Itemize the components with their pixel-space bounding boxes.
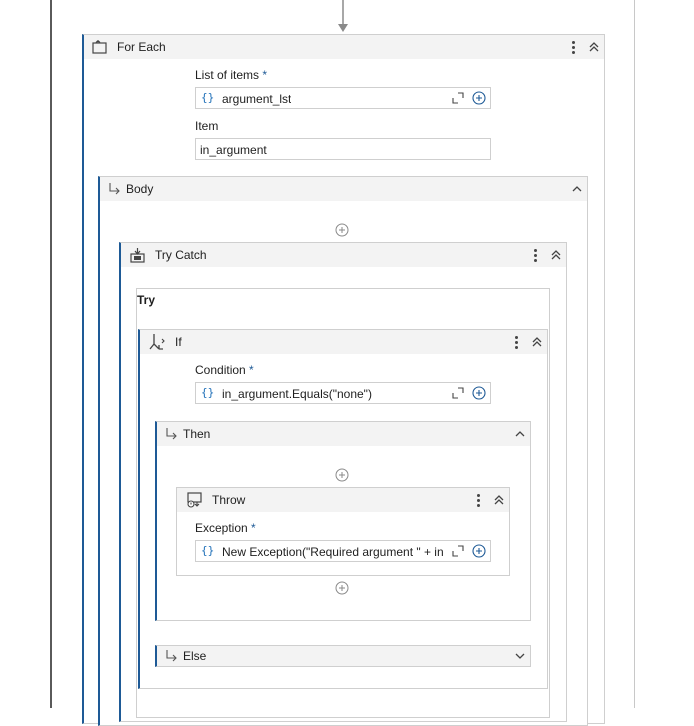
expression-brace-icon: {} [201, 91, 215, 104]
for-each-more-icon[interactable] [568, 39, 578, 55]
if-header[interactable]: If [140, 330, 547, 354]
body-title: Body [126, 182, 154, 196]
exception-label: Exception * [195, 521, 256, 535]
for-each-collapse-icon[interactable] [587, 40, 601, 54]
expand-editor-icon[interactable] [452, 92, 464, 104]
list-of-items-value: argument_lst [222, 92, 292, 106]
throw-collapse-icon[interactable] [492, 493, 506, 507]
item-value: in_argument [200, 143, 267, 157]
canvas-right-border [634, 0, 635, 708]
list-of-items-field[interactable]: {} argument_lst [195, 87, 491, 109]
then-title: Then [183, 427, 211, 441]
for-each-title: For Each [117, 40, 166, 54]
try-catch-title: Try Catch [155, 248, 207, 262]
for-each-icon [92, 40, 107, 54]
expression-brace-icon: {} [201, 386, 215, 399]
item-label: Item [195, 119, 219, 133]
branch-arrow-icon [166, 428, 177, 440]
add-activity-icon[interactable] [335, 223, 349, 237]
expand-editor-icon[interactable] [452, 387, 464, 399]
list-of-items-label: List of items * [195, 68, 268, 82]
then-header[interactable]: Then [157, 422, 530, 446]
condition-value: in_argument.Equals("none") [222, 387, 372, 401]
else-container[interactable]: Else [155, 645, 531, 667]
body-header[interactable]: Body [100, 177, 587, 201]
then-collapse-icon[interactable] [513, 427, 527, 441]
if-icon [149, 334, 165, 350]
throw-header[interactable]: Throw [177, 488, 509, 512]
add-activity-icon[interactable] [335, 581, 349, 595]
try-catch-icon [130, 248, 145, 263]
try-catch-more-icon[interactable] [530, 247, 540, 263]
connector-arrow [338, 0, 348, 32]
canvas-left-border [50, 0, 52, 708]
for-each-header[interactable]: For Each [84, 35, 604, 59]
if-collapse-icon[interactable] [530, 335, 544, 349]
try-label: Try [137, 293, 156, 307]
expand-editor-icon[interactable] [452, 545, 464, 557]
try-catch-collapse-icon[interactable] [549, 248, 563, 262]
add-expression-icon[interactable] [472, 544, 486, 558]
add-expression-icon[interactable] [472, 386, 486, 400]
condition-field[interactable]: {} in_argument.Equals("none") [195, 382, 491, 404]
item-field[interactable]: in_argument [195, 138, 491, 160]
add-activity-icon[interactable] [335, 468, 349, 482]
else-title: Else [183, 649, 207, 663]
throw-title: Throw [212, 493, 246, 507]
if-title: If [175, 335, 182, 349]
expression-brace-icon: {} [201, 544, 215, 557]
branch-arrow-icon [109, 183, 120, 195]
condition-label: Condition * [195, 363, 254, 377]
body-collapse-icon[interactable] [570, 182, 584, 196]
else-expand-icon[interactable] [513, 649, 527, 663]
throw-more-icon[interactable] [473, 492, 483, 508]
else-header[interactable]: Else [157, 646, 530, 666]
add-expression-icon[interactable] [472, 91, 486, 105]
if-more-icon[interactable] [511, 334, 521, 350]
try-catch-header[interactable]: Try Catch [121, 243, 566, 267]
exception-value: New Exception("Required argument " + in [222, 545, 444, 559]
throw-icon [187, 492, 202, 508]
exception-field[interactable]: {} New Exception("Required argument " + … [195, 540, 491, 562]
branch-arrow-icon [166, 650, 177, 662]
